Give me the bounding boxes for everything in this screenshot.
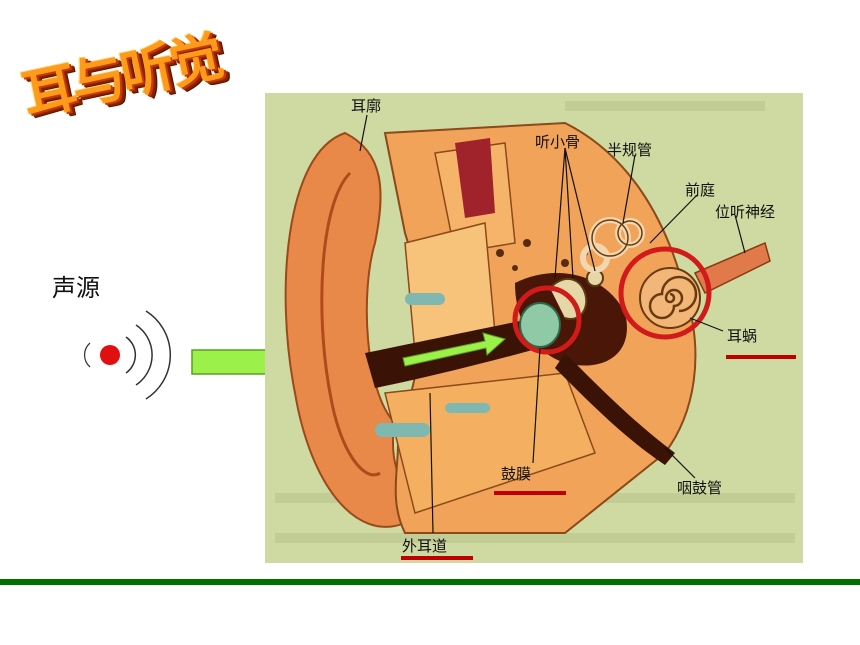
eardrum-underline [494,491,566,495]
label-semicircular-canals: 半规管 [607,141,653,159]
eardrum-highlight [512,285,582,355]
cochlea-shape [639,267,701,329]
label-eardrum: 鼓膜 [501,465,532,483]
sound-wave-back [84,342,91,368]
ear-illustration [265,93,803,563]
eardrum-shape [519,302,561,348]
eustachian-tube-shape [555,353,675,465]
sound-source-icon [84,310,172,400]
inner-arrow [402,332,507,367]
label-vestibule: 前庭 [685,181,716,199]
ear-canal-underline [401,556,473,560]
sound-source-label: 声源 [52,274,100,302]
slide-title: 耳与听觉 [8,8,228,128]
label-auricle: 耳廓 [351,97,382,115]
label-cochlea: 耳蜗 [727,327,758,345]
label-ear-canal: 外耳道 [402,537,448,555]
cochlea-highlight [618,246,712,340]
sound-wave-3 [145,310,172,400]
sound-wave-1 [125,336,137,374]
label-nerve: 位听神经 [715,203,776,221]
label-ossicles: 听小骨 [535,133,581,151]
sound-wave-2 [135,324,153,386]
sound-source-dot [100,345,120,365]
footer-divider [0,579,860,585]
ear-anatomy-diagram: 耳廓 听小骨 半规管 前庭 位听神经 耳蜗 鼓膜 咽鼓管 外耳道 [265,93,803,563]
nerve-shape [693,241,771,295]
label-eustachian-tube: 咽鼓管 [677,479,723,497]
slide-title-text: 耳与听觉 [16,24,226,128]
cochlea-underline [726,355,796,359]
